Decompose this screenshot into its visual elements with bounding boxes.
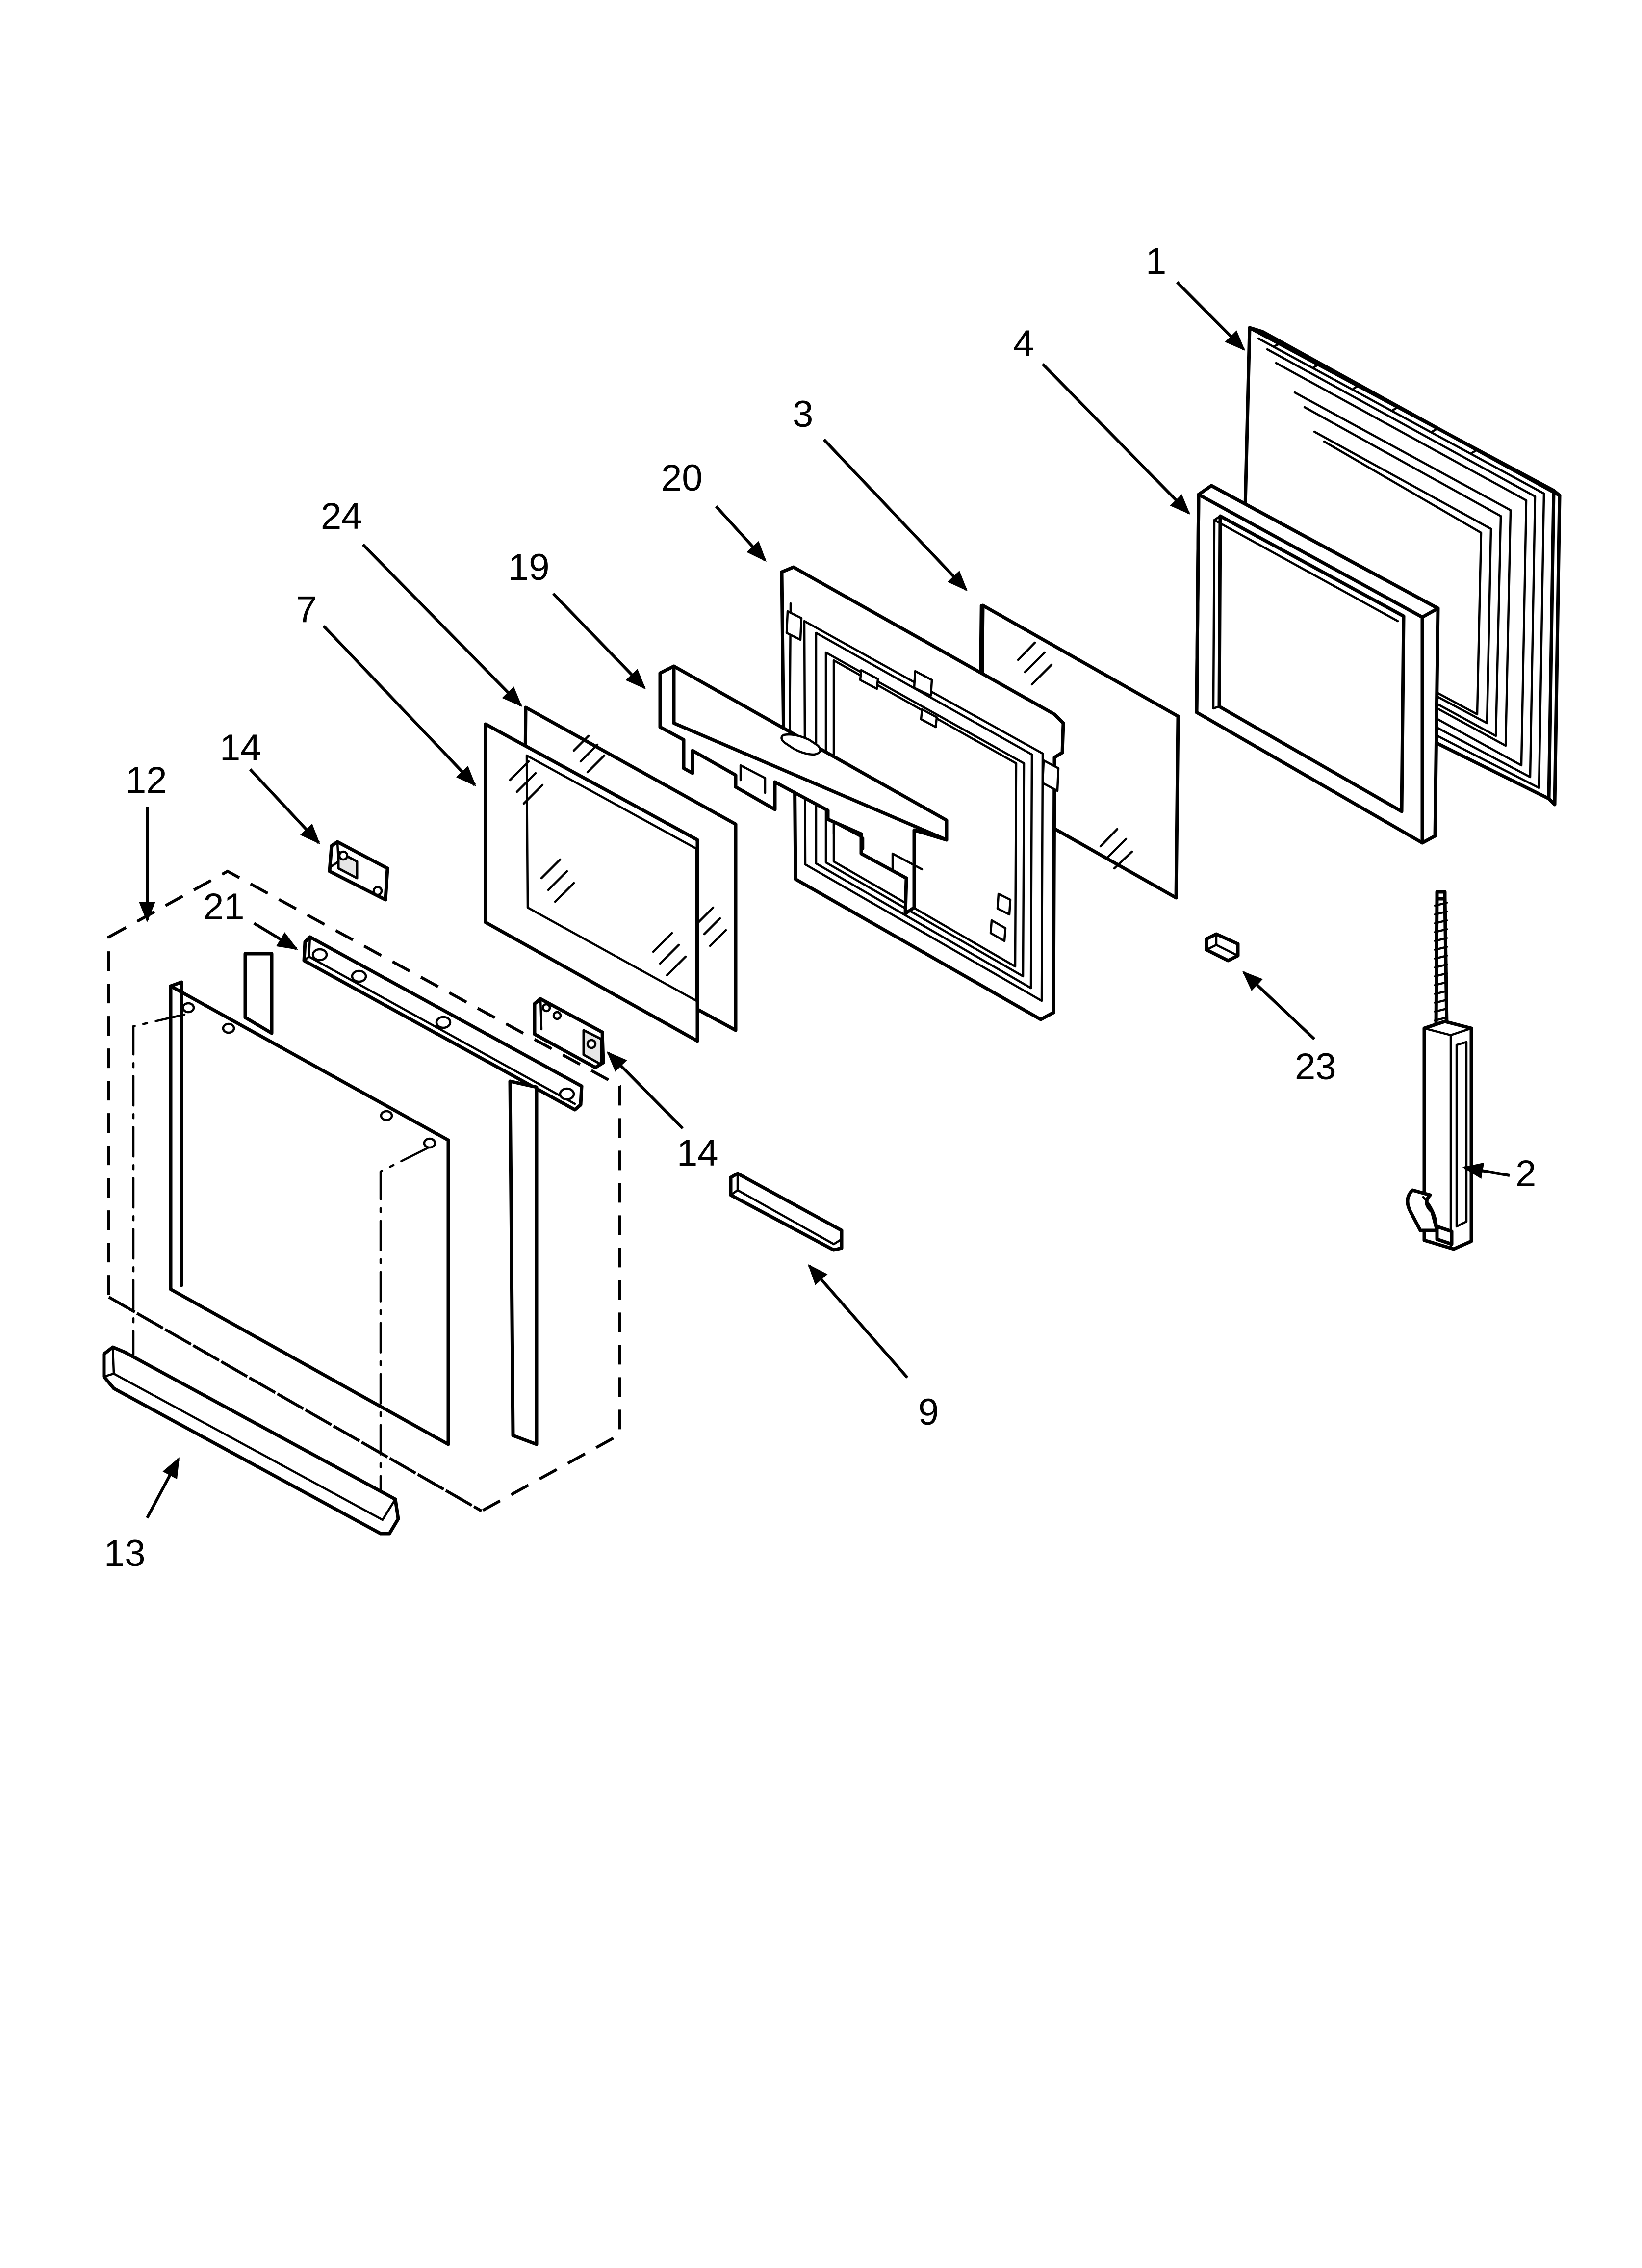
label-21: 21 <box>203 886 245 928</box>
leader-4 <box>1041 363 1190 515</box>
leader-14a <box>249 768 320 845</box>
part-4-door-frame <box>1195 484 1440 845</box>
label-7: 7 <box>296 589 317 630</box>
leader-23 <box>1242 971 1316 1041</box>
leader-9 <box>808 1264 909 1379</box>
label-4: 4 <box>1013 323 1034 365</box>
label-13: 13 <box>104 1533 146 1574</box>
label-24: 24 <box>321 495 362 537</box>
label-19: 19 <box>508 547 550 588</box>
part-labels: 1 4 3 20 19 24 7 14 12 21 14 9 13 23 2 <box>104 240 1536 1574</box>
leader-3 <box>822 438 968 592</box>
label-9: 9 <box>918 1391 939 1433</box>
part-7-glass <box>484 722 699 1043</box>
part-13-door-trim <box>102 1345 400 1536</box>
leader-21 <box>253 922 298 950</box>
leader-20 <box>715 505 767 562</box>
part-14-hinge-bracket-upper <box>328 840 389 902</box>
leader-7 <box>322 625 476 787</box>
leader-24 <box>361 543 522 707</box>
label-2: 2 <box>1515 1153 1536 1195</box>
leader-14b <box>607 1051 684 1130</box>
label-14-upper: 14 <box>220 727 261 769</box>
part-19-heat-shield <box>658 664 949 915</box>
leader-lines <box>139 281 1510 1519</box>
label-12: 12 <box>126 759 167 801</box>
part-21-mounting-strip <box>302 935 584 1112</box>
label-14-lower: 14 <box>677 1132 718 1174</box>
part-9-strip <box>729 1172 844 1252</box>
label-20: 20 <box>661 457 703 499</box>
label-23: 23 <box>1295 1046 1336 1088</box>
part-12-outer-glass-assembly <box>107 869 621 1524</box>
label-3: 3 <box>793 393 813 435</box>
label-1: 1 <box>1146 240 1166 282</box>
part-14-hinge-bracket-lower <box>533 997 605 1069</box>
leader-1 <box>1176 281 1245 351</box>
leader-19 <box>552 592 646 690</box>
leader-13 <box>146 1457 180 1519</box>
leader-2 <box>1462 1162 1510 1179</box>
part-23-clip <box>1205 932 1240 963</box>
part-2-hinge <box>1406 890 1473 1251</box>
